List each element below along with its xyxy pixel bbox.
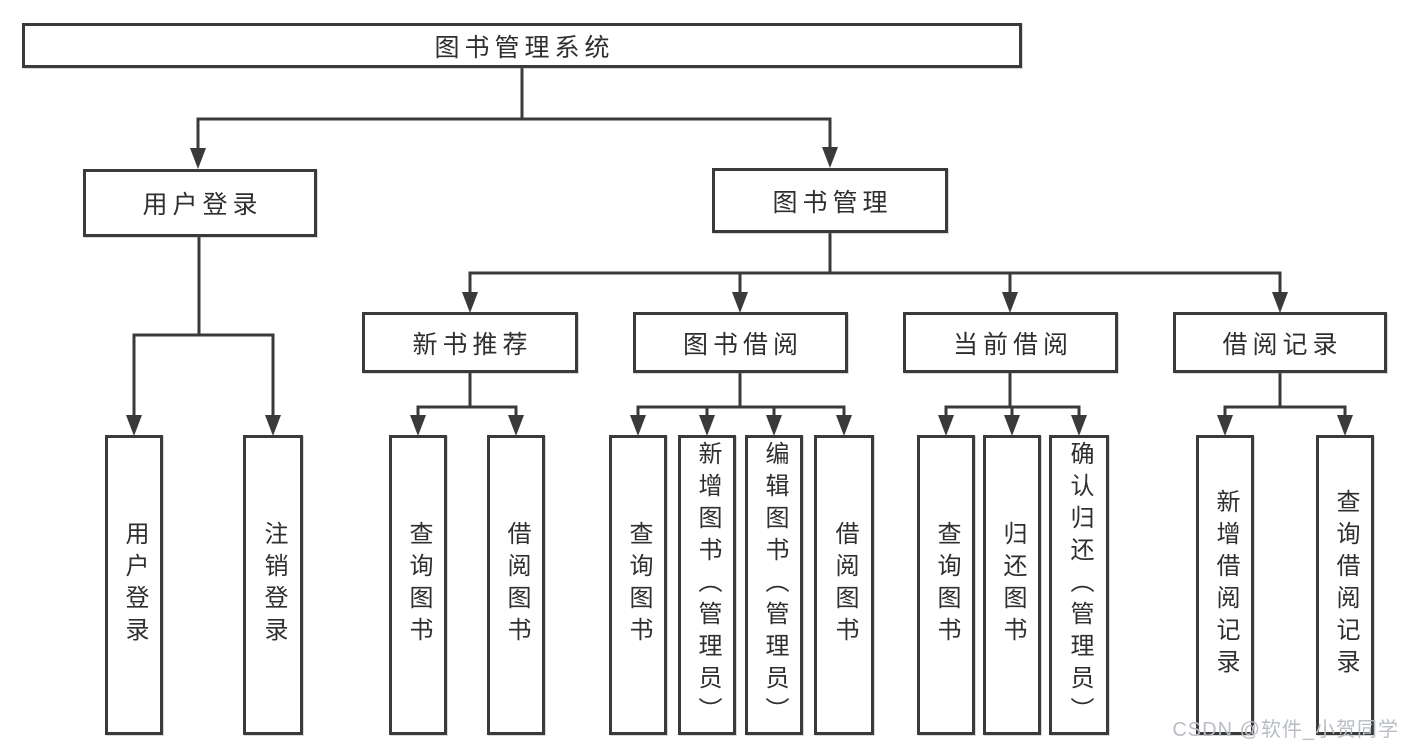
node-label: 查询图书 xyxy=(933,521,960,649)
node-label: 查询图书 xyxy=(405,521,432,649)
leaf-confirm-return-admin: 确认归还（管理员） xyxy=(1049,435,1109,735)
node-label: 归还图书 xyxy=(999,521,1026,649)
csdn-watermark: CSDN @软件_小贺同学 xyxy=(1172,719,1399,741)
arrowhead xyxy=(1004,415,1020,436)
arrowhead xyxy=(1272,292,1288,313)
node-borrow-records: 借阅记录 xyxy=(1173,312,1387,373)
arrowhead xyxy=(938,415,954,436)
leaf-query-books-current: 查询图书 xyxy=(917,435,975,735)
leaf-query-borrow-record: 查询借阅记录 xyxy=(1316,435,1374,735)
node-label: 注销登录 xyxy=(260,521,287,649)
node-label: 当前借阅 xyxy=(952,330,1073,359)
node-label: 查询借阅记录 xyxy=(1332,489,1359,681)
node-label: 用户登录 xyxy=(121,521,148,649)
node-label: 查询图书 xyxy=(625,521,652,649)
leaf-borrow-books: 借阅图书 xyxy=(814,435,874,735)
arrowhead xyxy=(1071,415,1087,436)
leaf-edit-books-admin: 编辑图书（管理员） xyxy=(745,435,803,735)
connector-borrow-record-fan xyxy=(1223,373,1347,415)
arrowhead xyxy=(630,415,646,436)
node-new-book-recommend: 新书推荐 xyxy=(362,312,578,373)
leaf-borrow-books-recommend: 借阅图书 xyxy=(487,435,545,735)
connector-current-borrow-fan xyxy=(944,373,1081,415)
leaf-query-books-recommend: 查询图书 xyxy=(389,435,447,735)
leaf-user-login: 用户登录 xyxy=(105,435,163,735)
leaf-add-books-admin: 新增图书（管理员） xyxy=(678,435,736,735)
arrowhead xyxy=(1002,292,1018,313)
arrowhead xyxy=(1217,415,1233,436)
arrowhead xyxy=(508,415,524,436)
arrowhead xyxy=(462,292,478,313)
node-book-management: 图书管理 xyxy=(712,168,948,233)
node-current-borrow: 当前借阅 xyxy=(903,312,1118,373)
arrowhead xyxy=(265,415,281,436)
node-label: 新增借阅记录 xyxy=(1212,489,1239,681)
node-user-login: 用户登录 xyxy=(83,169,317,237)
node-label: 图书管理 xyxy=(772,188,893,217)
node-label: 借阅图书 xyxy=(503,521,530,649)
node-book-borrow: 图书借阅 xyxy=(633,312,848,373)
node-label: 新书推荐 xyxy=(412,330,533,359)
node-label: 借阅图书 xyxy=(831,521,858,649)
arrowhead xyxy=(126,415,142,436)
leaf-add-borrow-record: 新增借阅记录 xyxy=(1196,435,1254,735)
arrowhead xyxy=(836,415,852,436)
node-label: 图书借阅 xyxy=(682,330,803,359)
arrowhead xyxy=(822,147,838,168)
arrowhead xyxy=(190,148,206,169)
arrowhead xyxy=(732,292,748,313)
node-label: 编辑图书（管理员） xyxy=(761,441,788,729)
node-label: 图书管理系统 xyxy=(434,33,615,62)
arrowhead xyxy=(410,415,426,436)
leaf-return-books: 归还图书 xyxy=(983,435,1041,735)
arrowhead xyxy=(766,415,782,436)
node-library-management-system: 图书管理系统 xyxy=(22,23,1022,68)
node-label: 借阅记录 xyxy=(1222,330,1343,359)
leaf-query-books-borrow: 查询图书 xyxy=(609,435,667,735)
node-label: 确认归还（管理员） xyxy=(1066,441,1093,729)
connector-user-login-fan xyxy=(132,237,275,415)
node-label: 用户登录 xyxy=(142,191,263,219)
leaf-logout: 注销登录 xyxy=(243,435,303,735)
connector-new-book-fan xyxy=(416,373,518,415)
connector-book-borrow-fan xyxy=(636,373,846,415)
connector-book-mgmt-fan xyxy=(468,233,1282,292)
arrowhead xyxy=(1337,415,1353,436)
node-label: 新增图书（管理员） xyxy=(694,441,721,729)
arrowhead xyxy=(699,415,715,436)
connector-root-fan xyxy=(196,68,832,148)
